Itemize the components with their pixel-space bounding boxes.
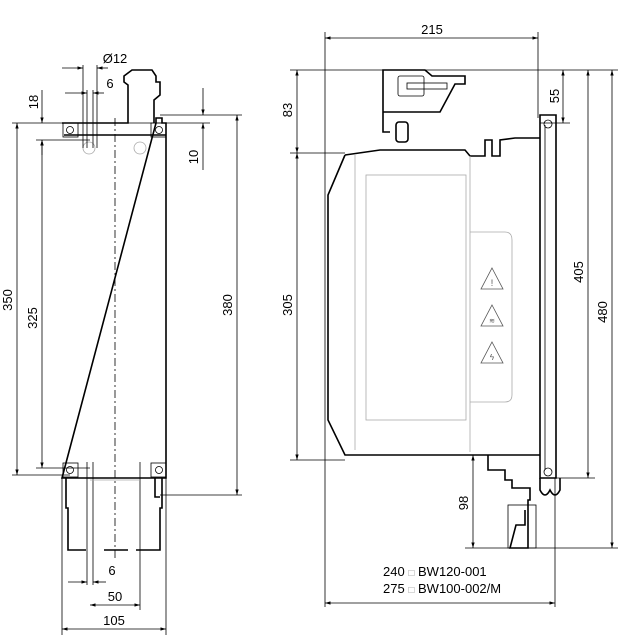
dim-380: 380 bbox=[220, 294, 235, 316]
variant-1: 240 □ BW120-001 bbox=[383, 564, 487, 579]
front-view: Ø12 6 18 350 325 380 10 6 50 105 bbox=[0, 51, 242, 635]
knob bbox=[395, 121, 409, 143]
dim-50: 50 bbox=[108, 589, 122, 604]
variant-2: 275 □ BW100-002/M bbox=[383, 581, 501, 596]
svg-text:ϟ: ϟ bbox=[490, 353, 495, 362]
dim-slot-top: 6 bbox=[106, 76, 113, 91]
dim-slot-bottom: 6 bbox=[108, 563, 115, 578]
dim-480: 480 bbox=[595, 301, 610, 323]
dim-215: 215 bbox=[421, 22, 443, 37]
svg-text:≋: ≋ bbox=[489, 318, 495, 325]
dim-350: 350 bbox=[0, 289, 15, 311]
dim-405: 405 bbox=[571, 261, 586, 283]
dim-325: 325 bbox=[25, 307, 40, 329]
dim-10: 10 bbox=[186, 150, 201, 164]
dim-18: 18 bbox=[26, 95, 41, 109]
dim-83: 83 bbox=[280, 103, 295, 117]
electric-shock-icon: ϟ bbox=[480, 341, 504, 364]
warning-icon: ! bbox=[480, 267, 504, 290]
dim-305: 305 bbox=[280, 294, 295, 316]
dim-hole-diameter: Ø12 bbox=[103, 51, 128, 66]
dim-55: 55 bbox=[547, 89, 562, 103]
dim-105: 105 bbox=[103, 613, 125, 628]
svg-text:!: ! bbox=[491, 278, 494, 288]
side-view: ! ≋ ϟ 215 83 305 55 405 480 98 240 □ BW1… bbox=[280, 22, 618, 607]
hot-surface-icon: ≋ bbox=[480, 304, 504, 327]
dim-98: 98 bbox=[456, 496, 471, 510]
